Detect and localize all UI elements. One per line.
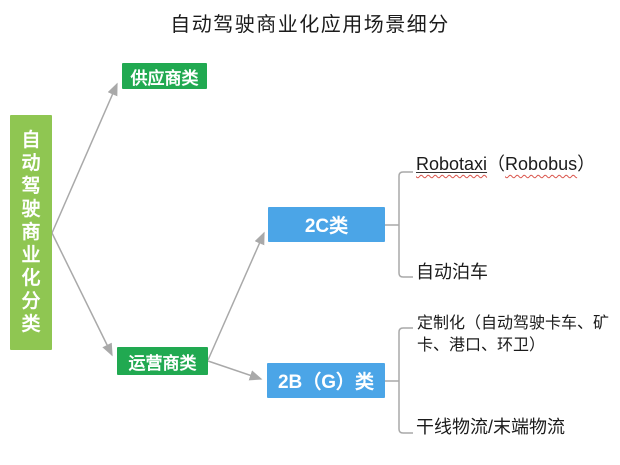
robotaxi-paren-close: ） (577, 154, 596, 174)
bracket-2c (385, 171, 413, 278)
node-supplier-label: 供应商类 (130, 68, 199, 88)
arrow-operator-to-2c (207, 231, 265, 361)
root-node-label: 自动驾驶商业化分类 (21, 130, 41, 335)
arrow-operator-to-2bg (207, 360, 263, 381)
arrow-root-to-supplier (51, 82, 118, 234)
leaf-trunk-and-last-mile-logistics: 干线物流/末端物流 (416, 417, 566, 437)
leaf-auto-parking: 自动泊车 (416, 262, 488, 282)
node-supplier-category[interactable]: 供应商类 (122, 63, 207, 89)
node-2bg-label: 2B（G）类 (277, 372, 375, 393)
robobus-word-spellchecked: Robobus (505, 154, 578, 174)
leaf-customized-scenarios: 定制化（自动驾驶卡车、矿卡、港口、环卫） (417, 315, 610, 354)
node-operator-category[interactable]: 运营商类 (117, 347, 208, 375)
robotaxi-word-spellchecked: Robotaxi (416, 154, 488, 174)
leaf-robotaxi-robobus: Robotaxi（Robobus） (416, 153, 595, 176)
node-2c-label: 2C类 (304, 216, 349, 237)
node-2c-category[interactable]: 2C类 (268, 207, 385, 242)
page-title: 自动驾驶商业化应用场景细分 (170, 14, 450, 36)
node-operator-label: 运营商类 (128, 353, 197, 373)
robotaxi-paren-open: （ (487, 154, 506, 174)
root-node-autonomous-driving-classification[interactable]: 自动驾驶商业化分类 (10, 115, 52, 350)
bracket-2bg (385, 327, 413, 434)
arrow-root-to-operator (51, 232, 113, 357)
node-2bg-category[interactable]: 2B（G）类 (267, 363, 385, 398)
